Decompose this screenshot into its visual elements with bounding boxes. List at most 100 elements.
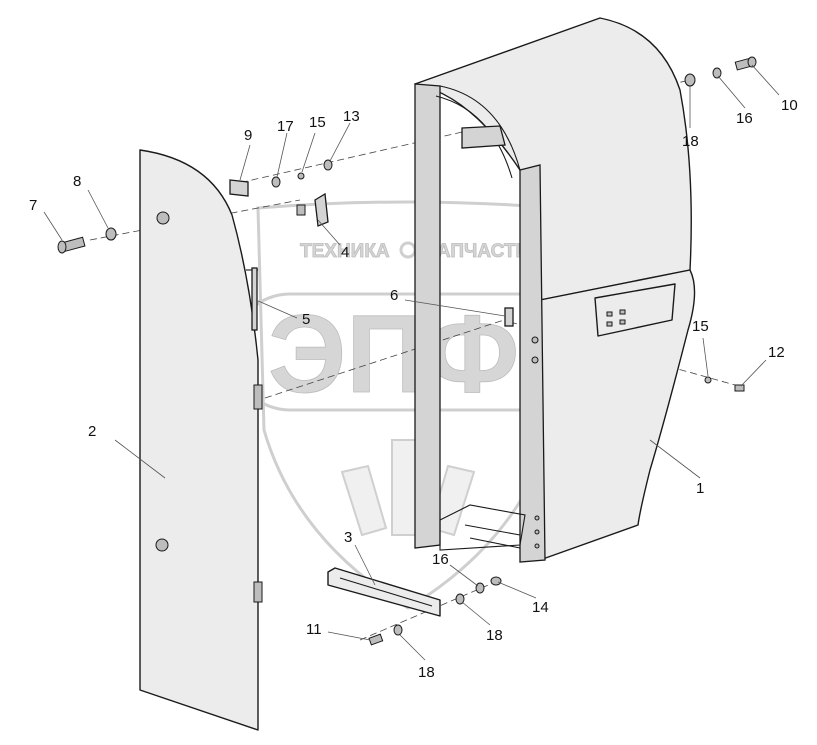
vent-slot-2 — [619, 309, 626, 315]
cover-vent-plate — [594, 283, 676, 337]
leader-3 — [354, 544, 376, 586]
callout-8: 8 — [73, 173, 81, 190]
callout-15-top: 15 — [309, 114, 326, 131]
part-9-plate — [229, 179, 249, 197]
callout-14: 14 — [532, 599, 549, 616]
part-7-pin — [57, 236, 86, 254]
part-18-washer-mid — [455, 593, 465, 605]
part-3-bottom-bracket — [327, 567, 441, 617]
leader-6 — [404, 299, 506, 317]
leader-17 — [276, 132, 288, 178]
part-18-washer-top — [684, 73, 696, 87]
axis-left-pin — [89, 199, 301, 241]
part-1-cover-body — [414, 17, 696, 563]
leader-15b — [702, 337, 709, 377]
bracket-3-slot — [339, 577, 433, 607]
callout-1: 1 — [696, 480, 704, 497]
vent-slot-3 — [606, 321, 613, 327]
callout-5: 5 — [302, 311, 310, 328]
callout-4: 4 — [341, 244, 349, 261]
axis-top-hinge — [229, 79, 691, 186]
callout-18-bottom: 18 — [418, 664, 435, 681]
part-10-bolt — [734, 56, 757, 71]
leader-14 — [497, 581, 537, 599]
door-hinge-bottom — [253, 581, 263, 603]
callout-13: 13 — [343, 108, 360, 125]
leader-15a — [301, 132, 316, 173]
callout-16-top: 16 — [736, 110, 753, 127]
leader-4 — [317, 219, 341, 246]
part-15-washer-right — [704, 376, 712, 384]
callout-10: 10 — [781, 97, 798, 114]
part-14-nut — [490, 576, 502, 586]
callout-18-top: 18 — [682, 133, 699, 150]
door-bushing-bottom — [155, 538, 169, 552]
callout-12: 12 — [768, 344, 785, 361]
leader-7 — [43, 211, 63, 241]
callout-7: 7 — [29, 197, 37, 214]
leader-5 — [255, 299, 298, 319]
door-hinge-top — [253, 384, 263, 410]
callout-16-bottom: 16 — [432, 551, 449, 568]
leader-1 — [649, 439, 701, 479]
latch-6-body — [504, 307, 514, 327]
part-11-bolt — [368, 633, 384, 646]
hinge-bracket-knuckle — [296, 204, 306, 216]
leader-16b — [717, 75, 746, 109]
leader-10 — [751, 64, 780, 96]
cover-arch — [439, 85, 521, 171]
frame-hole-5 — [531, 356, 539, 364]
part-17-nut — [271, 176, 281, 188]
hardware — [57, 56, 757, 646]
watermark-text-left: ТЕХНИКА — [300, 241, 390, 262]
part-16-washer-top — [712, 67, 722, 79]
hinge-bracket-plate — [314, 192, 329, 227]
watermark-shield — [256, 200, 558, 610]
part-16-washer-bottom — [475, 582, 485, 594]
floor-rib-1 — [464, 524, 521, 536]
cover-arch-inner — [435, 95, 513, 179]
vent-slot-1 — [606, 311, 613, 317]
leader-18b — [461, 601, 491, 626]
part-6-latch — [504, 307, 514, 327]
vent-slot-4 — [619, 319, 626, 325]
part-18-washer-bottom — [393, 624, 403, 636]
plate-9-body — [229, 179, 249, 197]
callout-11: 11 — [306, 621, 322, 638]
callout-2: 2 — [88, 423, 96, 440]
frame-hole-2 — [534, 529, 540, 535]
leader-lines — [43, 64, 780, 661]
part-5-strip — [251, 267, 258, 331]
callout-18-mid: 18 — [486, 627, 503, 644]
callout-17: 17 — [277, 118, 294, 135]
frame-hole-3 — [534, 543, 540, 549]
leader-8 — [87, 189, 109, 229]
callout-3: 3 — [344, 529, 352, 546]
frame-hole-1 — [534, 515, 540, 521]
part-8-washer — [105, 227, 117, 241]
watermark-text-right: ЗАПЧАСТИ — [425, 241, 529, 262]
callout-9: 9 — [244, 127, 252, 144]
cover-side-shell — [539, 269, 696, 561]
watermark-gear-icon — [399, 241, 417, 259]
leader-11 — [327, 631, 371, 641]
watermark-letters: ЭПФ — [268, 293, 519, 416]
leader-12 — [740, 359, 767, 387]
cover-front-frame-left — [414, 83, 441, 549]
leader-13 — [329, 122, 351, 162]
cover-floor — [439, 504, 526, 551]
leader-2 — [114, 439, 166, 479]
leader-9 — [239, 144, 251, 181]
strip-5-body — [251, 267, 258, 331]
cover-bracket — [461, 125, 506, 149]
floor-rib-2 — [469, 537, 521, 549]
axis-latch — [264, 317, 511, 399]
frame-hole-4 — [531, 336, 539, 344]
part-4-hinge-bracket — [296, 192, 329, 227]
part-2-door-panel — [139, 149, 263, 731]
leader-16a — [449, 564, 479, 587]
cover-front-frame-right — [519, 164, 546, 563]
callouts: 1 2 3 4 5 6 7 8 9 10 11 12 13 14 15 15 1… — [29, 97, 798, 681]
callout-6: 6 — [390, 287, 398, 304]
